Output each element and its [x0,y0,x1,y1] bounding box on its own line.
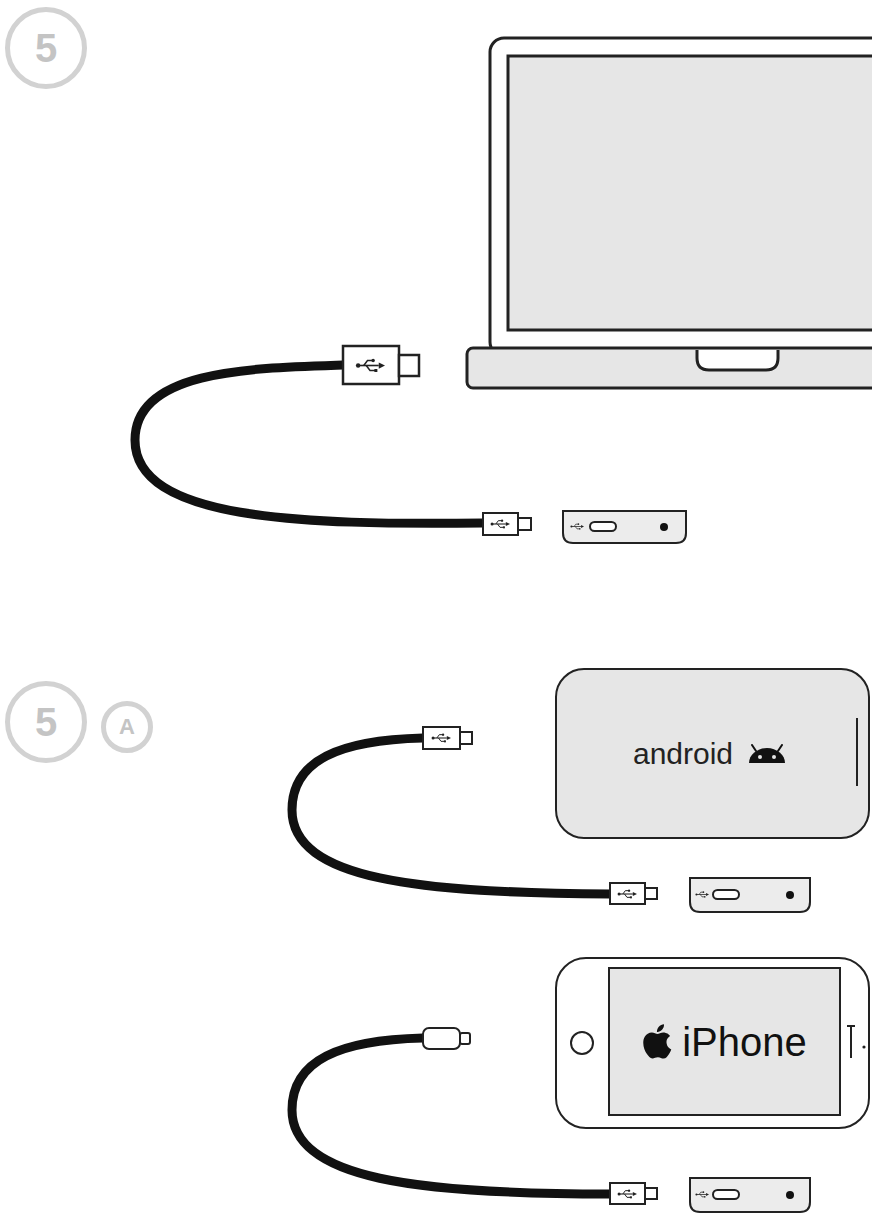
usb-symbol [491,520,510,529]
usb-c-plug [423,727,460,749]
port-slot [713,1190,739,1199]
step-letter-node: A [100,700,154,754]
android-eye [772,755,776,759]
step-number-node: 5 [4,6,88,90]
usb-symbol [695,1191,709,1197]
step-letter: A [119,716,135,738]
usb-symbol [570,523,584,529]
device-port [690,1178,810,1212]
micro-usb-tip [518,518,531,530]
usb-symbol [432,734,451,743]
port-led [660,523,668,531]
device-port [563,511,686,543]
lightning-tip [460,1033,470,1044]
android-phone [556,669,869,838]
lightning-plug [423,1028,460,1049]
step-number: 5 [35,28,57,68]
apple-logo-shape [643,1024,671,1058]
usb-c-tip [460,732,472,744]
android-eye [758,755,762,759]
usb-cable [292,738,610,894]
device-port [690,878,810,912]
phone-camera [862,1045,865,1048]
laptop-base [467,348,872,388]
iphone-label-node: iPhone [611,970,838,1113]
laptop-screen [508,56,872,330]
usb-a-tip [399,355,419,376]
android-antenna [778,745,782,751]
usb-symbol [618,890,637,899]
micro-usb-tip [645,1188,657,1199]
iphone-label: iPhone [682,1022,807,1062]
home-button [571,1032,593,1054]
usb-symbol [618,1190,637,1199]
lightning-cable [292,1038,610,1194]
iphone-body [556,958,869,1128]
port-slot [713,890,739,899]
step-number-node: 5 [4,680,88,764]
iphone-screen [609,968,840,1115]
android-label-node: android [560,673,860,834]
usb-cable [135,365,483,523]
step-circle-outline [8,10,85,87]
micro-usb-plug [610,883,645,904]
phone-speaker [850,1026,852,1058]
usb-a-plug [343,346,399,384]
step-circle-outline [8,684,85,761]
phone-button [856,718,858,786]
phone-speaker [847,1025,855,1027]
port-led [786,1191,794,1199]
micro-usb-plug [483,513,518,535]
android-label: android [633,739,733,769]
laptop-lid [490,38,872,356]
micro-usb-tip [645,888,657,899]
step-circle-outline [104,704,151,751]
port-slot [590,522,616,531]
usb-symbol [695,891,709,897]
android-antenna [752,745,756,751]
apple-logo [642,1022,676,1062]
micro-usb-plug [610,1183,645,1204]
laptop-notch [697,350,778,370]
step-number: 5 [35,702,57,742]
port-led [786,891,794,899]
usb-symbol [356,359,385,372]
android-logo [747,744,787,764]
